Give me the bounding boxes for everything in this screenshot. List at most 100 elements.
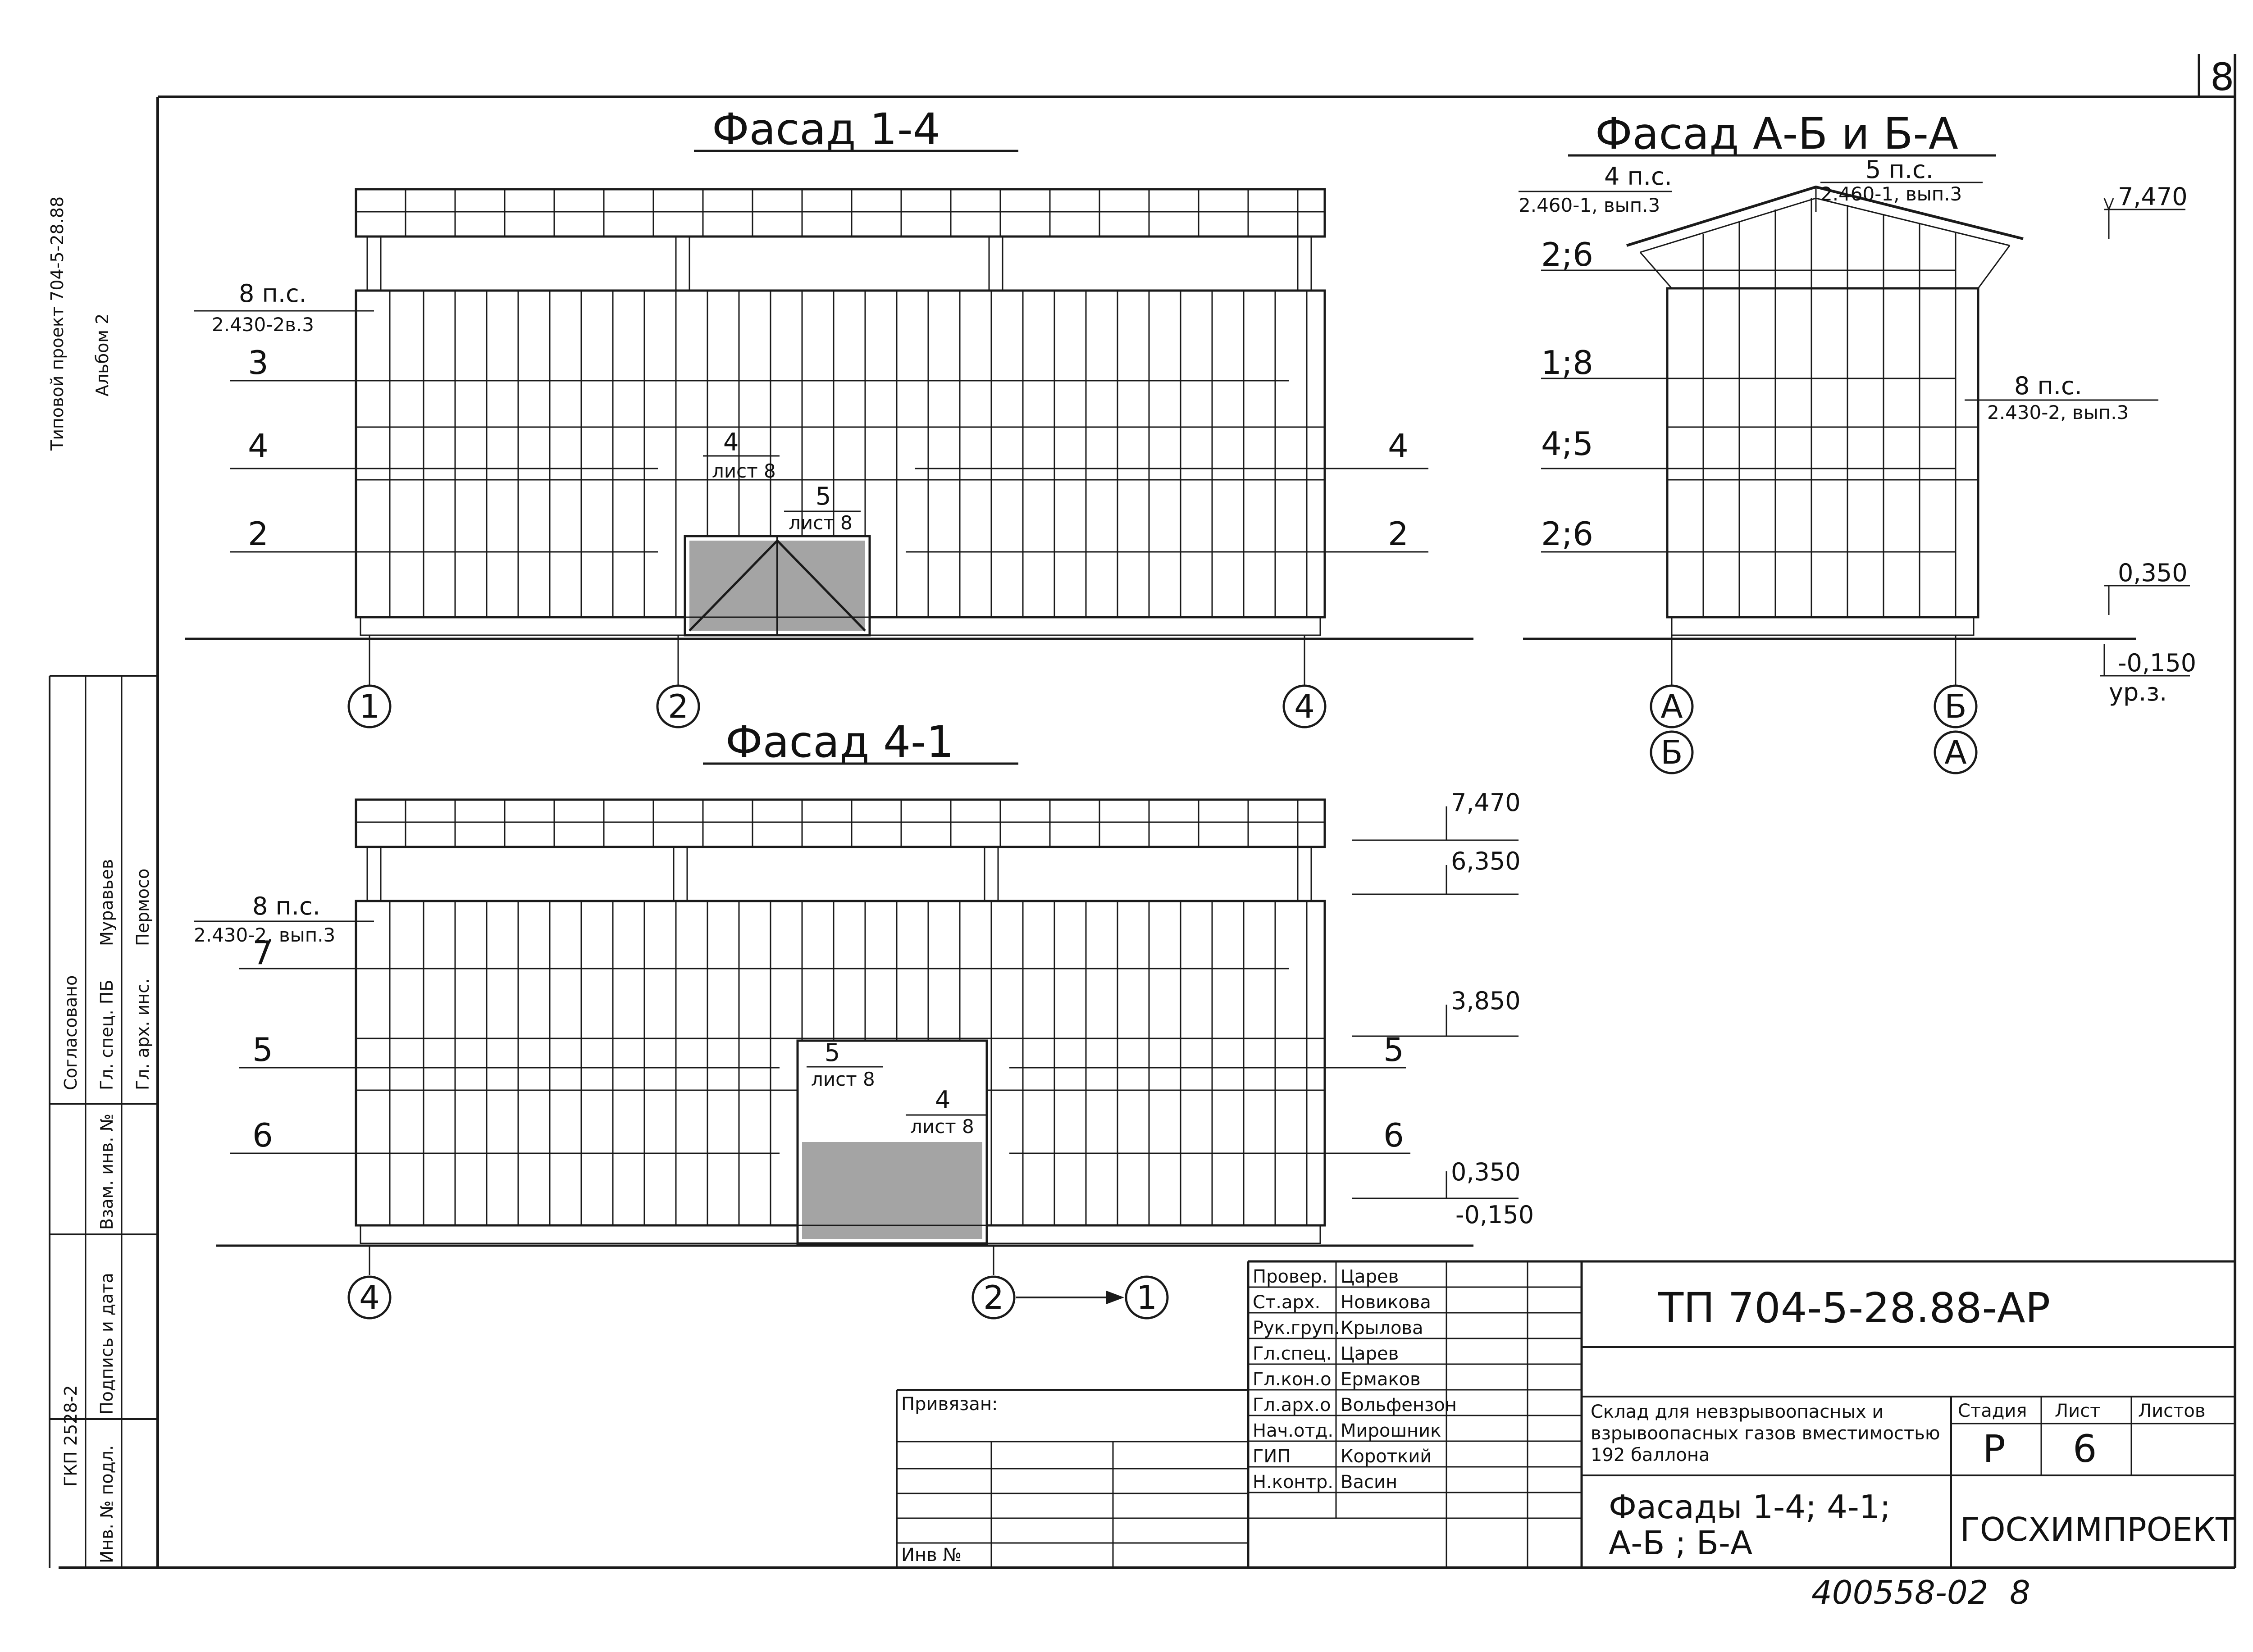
title-block: Провер. Ст.арх. Рук.груп. Гл.спец. Гл.ко… — [896, 1260, 2236, 1568]
facade-1-4-axis-1: 1 — [359, 687, 380, 725]
facade-ab-mark-4: 2;6 — [1541, 515, 1593, 553]
facade-1-4-left-mark-3: 2 — [248, 515, 269, 553]
facade-ab-elev-1: 7,470 — [2118, 182, 2188, 211]
facade-1-4-callout1-num: 4 — [723, 428, 739, 456]
stamp-sheet-title-2: А-Б ; Б-А — [1609, 1524, 1752, 1562]
stamp-sheet-title-1: Фасады 1-4; 4-1; — [1609, 1488, 1891, 1526]
facade-ab-note-mid-top: 8 п.с. — [2014, 372, 2082, 400]
side-project-text: Типовой проект 704-5-28.88 — [47, 196, 67, 451]
stamp-stage: Р — [1983, 1427, 2006, 1471]
facade-ab-axis-top-1: А — [1660, 687, 1683, 725]
side-album-text: Альбом 2 — [92, 314, 112, 396]
facade-4-1-axis-3: 1 — [1136, 1279, 1157, 1316]
facade-4-1-axis-2: 2 — [983, 1279, 1004, 1316]
facade-1-4-right-mark-2: 2 — [1388, 515, 1409, 553]
stamp-org: ГОСХИМПРОЕКТ — [1960, 1511, 2236, 1548]
facade-4-1-elev-2: 6,350 — [1451, 847, 1521, 875]
facade-ab-mark-3: 4;5 — [1541, 425, 1593, 463]
facade-4-1-left-mark-3: 6 — [252, 1116, 273, 1154]
facade-4-1-callout2-sheet: лист 8 — [910, 1115, 974, 1138]
stamp-code: ТП 704-5-28.88-АР — [1658, 1284, 2050, 1332]
facade-ab-title: Фасад А-Б и Б-А — [1595, 109, 1958, 159]
facade-4-1-wall-panels — [389, 901, 1308, 1225]
facade-1-4-left-mark-1: 3 — [248, 344, 269, 382]
side-name-2: Пермосо — [133, 869, 153, 946]
stamp-name-7: Мирошник — [1341, 1420, 1441, 1441]
stamp-role-9: Н.контр. — [1253, 1472, 1333, 1493]
facade-4-1-roof-ticks — [405, 800, 1299, 847]
facade-1-4-axis-2: 2 — [668, 687, 689, 725]
side-inv-number: ГКП 2528-2 — [61, 1385, 81, 1487]
stamp-role-5: Гл.кон.о — [1253, 1369, 1332, 1390]
facade-4-1-right-mark-1: 5 — [1383, 1031, 1404, 1069]
stamp-name-9: Васин — [1341, 1472, 1397, 1493]
stamp-description: Склад для невзрывоопасных и взрывоопасны… — [1591, 1402, 1940, 1465]
facade-4-1-left-mark-1: 7 — [252, 934, 273, 972]
stamp-col-sheet: Лист — [2055, 1401, 2100, 1421]
facade-1-4-axis-3: 4 — [1294, 687, 1315, 725]
facade-4-1-note-bottom: 2.430-2, вып.3 — [194, 924, 335, 946]
facade-ab-note-l-top: 4 п.с. — [1604, 162, 1672, 191]
facade-a-b: Фасад А-Б и Б-А 2;6 1;8 4;5 2;6 4 п.с. — [1519, 109, 2196, 774]
stamp-role-6: Гл.арх.о — [1253, 1395, 1331, 1415]
facade-1-4-right-mark-1: 4 — [1388, 427, 1409, 465]
facade-1-4-callout2-sheet: лист 8 — [789, 512, 853, 534]
facade-4-1-elev-5: -0,150 — [1455, 1201, 1534, 1229]
stamp-role-3: Рук.груп. — [1253, 1318, 1340, 1338]
stamp-role-1: Провер. — [1253, 1266, 1327, 1287]
side-agreed-text: Согласовано — [61, 975, 81, 1090]
facade-4-1-title: Фасад 4-1 — [725, 717, 954, 767]
facade-ab-axis-top-2: Б — [1944, 687, 1966, 725]
facade-ab-axis-bottom-1: Б — [1660, 733, 1683, 771]
facade-1-4: Фасад 1-4 — [185, 104, 1473, 728]
stamp-name-6: Вольфензон — [1341, 1395, 1457, 1415]
facade-ab-axis-bottom-2: А — [1944, 733, 1966, 771]
facade-ab-elev-2: 0,350 — [2118, 559, 2188, 587]
facade-4-1-callout1-sheet: лист 8 — [811, 1068, 875, 1090]
sheet-number-corner: 8 — [2210, 55, 2234, 99]
stamp-role-2: Ст.арх. — [1253, 1292, 1320, 1313]
sheet-frame — [59, 54, 2236, 1569]
facade-4-1-elev-3: 3,850 — [1451, 987, 1521, 1015]
facade-1-4-note-top: 8 п.с. — [239, 279, 307, 308]
facade-4-1: Фасад 4-1 — [194, 717, 1534, 1320]
facade-ab-note-r-bottom: 2.460-1, вып.3 — [1820, 183, 1962, 205]
facade-4-1-elev-4: 0,350 — [1451, 1158, 1521, 1186]
facade-ab-mark-1: 2;6 — [1541, 236, 1593, 273]
stamp-col-stage: Стадия — [1958, 1401, 2027, 1421]
side-inv-label-3: Инв. № подл. — [97, 1445, 117, 1563]
facade-1-4-note-bottom: 2.430-2в.3 — [212, 314, 314, 336]
side-inv-label-2: Подпись и дата — [97, 1273, 117, 1415]
facade-ab-elev-3: -0,150 — [2118, 649, 2196, 677]
stamp-role-7: Нач.отд. — [1253, 1420, 1333, 1441]
stamp-name-4: Царев — [1341, 1343, 1399, 1364]
side-name-1: Муравьев — [97, 859, 117, 946]
stamp-privyazan: Привязан: — [901, 1394, 998, 1415]
facade-4-1-note-top: 8 п.с. — [252, 892, 320, 920]
facade-1-4-left-mark-2: 4 — [248, 427, 269, 465]
side-role-1: Гл. спец. ПБ — [97, 980, 117, 1090]
facade-4-1-elev-1: 7,470 — [1451, 788, 1521, 817]
side-role-2: Гл. арх. инс. — [133, 978, 153, 1090]
facade-1-4-wall-panels — [389, 291, 1308, 617]
footer-page: 8 — [2010, 1574, 2030, 1611]
side-strip: Типовой проект 704-5-28.88 Альбом 2 Согл… — [47, 196, 158, 1568]
facade-1-4-callout2-num: 5 — [816, 482, 831, 510]
facade-4-1-right-mark-2: 6 — [1383, 1116, 1404, 1154]
stamp-sheet: 6 — [2073, 1427, 2097, 1471]
facade-ab-note-mid-bottom: 2.430-2, вып.3 — [1987, 401, 2129, 423]
facade-ab-note-l-bottom: 2.460-1, вып.3 — [1519, 194, 1660, 216]
facade-4-1-axis-1: 4 — [359, 1279, 380, 1316]
stamp-name-8: Короткий — [1341, 1446, 1432, 1467]
stamp-role-4: Гл.спец. — [1253, 1343, 1332, 1364]
stamp-name-1: Царев — [1341, 1266, 1399, 1287]
facade-4-1-callout2-num: 4 — [935, 1086, 950, 1114]
stamp-description-box: Склад для невзрывоопасных и взрывоопасны… — [1591, 1402, 1940, 1465]
facade-ab-elev-4: ур.з. — [2109, 678, 2167, 706]
side-inv-label-1: Взам. инв. № — [97, 1114, 117, 1230]
stamp-col-sheets: Листов — [2138, 1401, 2205, 1421]
facade-1-4-roof-ticks — [405, 189, 1299, 237]
stamp-name-2: Новикова — [1341, 1292, 1431, 1313]
